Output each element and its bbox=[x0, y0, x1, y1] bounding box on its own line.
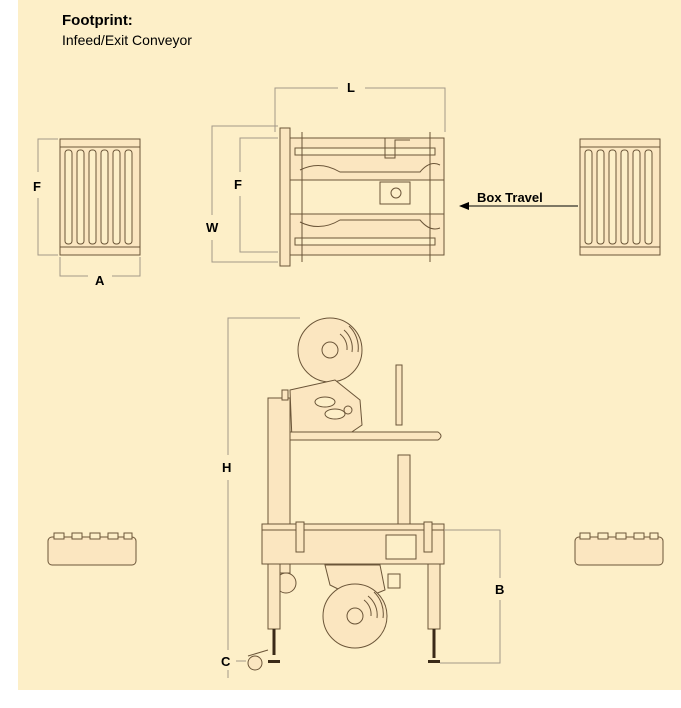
dim-label-f-conveyor: F bbox=[33, 179, 41, 194]
conveyor-rollers bbox=[64, 149, 133, 245]
exit-conveyor-side bbox=[574, 532, 664, 566]
dim-label-a: A bbox=[95, 273, 105, 288]
page-subtitle: Infeed/Exit Conveyor bbox=[62, 32, 192, 48]
dim-label-w: W bbox=[206, 220, 219, 235]
dim-label-f-machine: F bbox=[234, 177, 242, 192]
dim-label-c: C bbox=[221, 654, 231, 669]
infeed-conveyor-top bbox=[59, 138, 141, 256]
exit-conveyor-top bbox=[579, 138, 661, 256]
case-sealer-top bbox=[279, 127, 445, 267]
infeed-conveyor-side bbox=[47, 532, 137, 566]
dim-label-b: B bbox=[495, 582, 504, 597]
box-travel-label: Box Travel bbox=[477, 190, 543, 205]
dim-label-h: H bbox=[222, 460, 231, 475]
dim-label-l: L bbox=[347, 80, 355, 95]
page-title: Footprint: bbox=[62, 12, 133, 29]
case-sealer-side bbox=[247, 317, 445, 671]
